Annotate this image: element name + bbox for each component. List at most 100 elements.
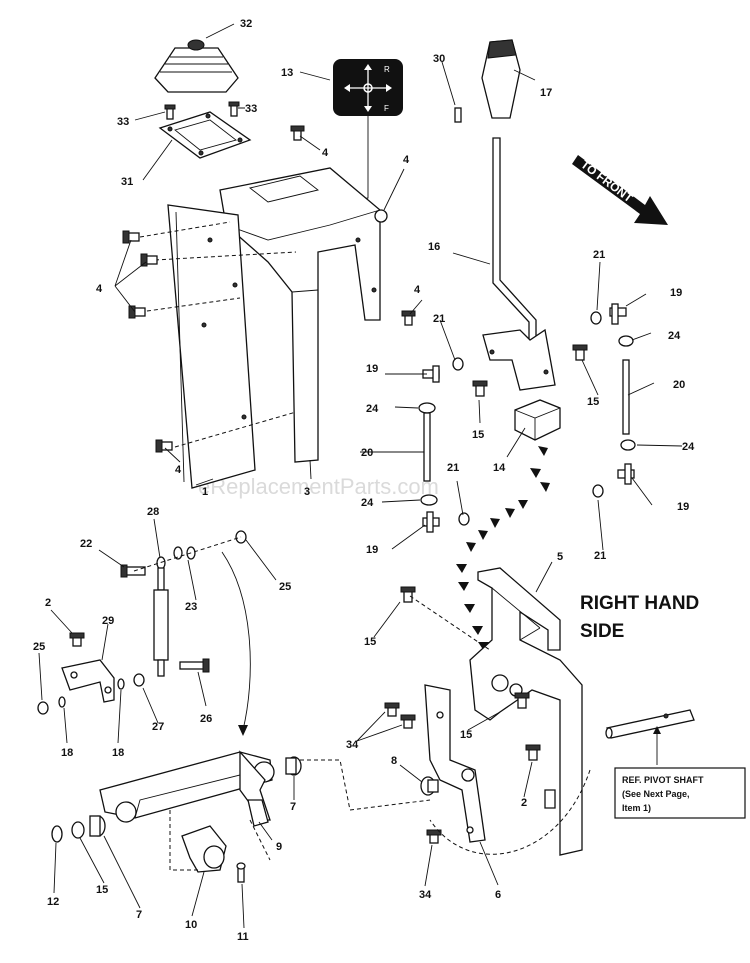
callout: 33 xyxy=(117,116,129,128)
roll-pin-30 xyxy=(454,107,462,123)
bolt-22 xyxy=(120,564,146,578)
spacer-8 xyxy=(420,776,439,796)
callout: 3 xyxy=(304,486,310,498)
side-label: RIGHT HAND SIDE xyxy=(580,593,699,642)
callout: 21 xyxy=(447,462,459,474)
callout: 6 xyxy=(495,889,501,901)
nut-21-lower-left xyxy=(458,512,470,526)
callout: 33 xyxy=(245,103,257,115)
callout: 34 xyxy=(419,889,432,901)
nut-24-lower-right xyxy=(620,439,636,451)
shift-pattern-decal-13: R F xyxy=(333,59,403,116)
bolt-4-g xyxy=(401,310,416,326)
pin-11 xyxy=(236,862,246,883)
ref-box-line2: (See Next Page, xyxy=(622,789,690,799)
ref-pivot-shaft-box: REF. PIVOT SHAFT (See Next Page, Item 1) xyxy=(614,767,746,819)
bolt-26 xyxy=(179,658,210,673)
nut-21-upper-right xyxy=(590,311,602,325)
callout: 34 xyxy=(346,739,359,751)
nut-27 xyxy=(133,673,145,687)
callout: 21 xyxy=(593,249,605,261)
callout: 20 xyxy=(361,447,373,459)
bolt-2-b xyxy=(525,744,541,761)
bracket-10 xyxy=(181,825,227,873)
callout: 2 xyxy=(521,797,527,809)
callout: 32 xyxy=(240,18,252,30)
callout: 21 xyxy=(594,550,606,562)
nut-25-lower xyxy=(37,701,49,715)
callout: 15 xyxy=(472,429,484,441)
arm-9 xyxy=(247,799,269,827)
callout: 18 xyxy=(61,747,73,759)
callout: 28 xyxy=(147,506,159,518)
callout: 19 xyxy=(677,501,689,513)
decal-r: R xyxy=(384,65,390,74)
callout: 17 xyxy=(540,87,552,99)
rod-20-left xyxy=(423,412,431,482)
decal-f: F xyxy=(384,104,389,113)
to-front-arrow: TO FRONT xyxy=(572,155,668,225)
bolt-34-b xyxy=(400,714,416,729)
callout: 4 xyxy=(322,147,329,159)
bolt-15-b xyxy=(572,344,588,361)
bolt-34-c xyxy=(426,829,442,844)
bolt-2-a xyxy=(69,632,85,647)
callout: 16 xyxy=(428,241,440,253)
callout: 30 xyxy=(433,53,445,65)
callout: 24 xyxy=(361,497,374,509)
washer-18-right xyxy=(117,678,125,690)
callout: 24 xyxy=(668,330,681,342)
callout: 22 xyxy=(80,538,92,550)
callout: 24 xyxy=(366,403,379,415)
plate-6 xyxy=(424,684,486,843)
washer-18-left xyxy=(58,696,66,708)
callout: 15 xyxy=(96,884,108,896)
bolt-4-e xyxy=(290,125,305,141)
block-14 xyxy=(514,399,561,441)
bushing-7-right xyxy=(285,756,302,776)
nut-21-lower-right xyxy=(592,484,604,498)
callout: 5 xyxy=(557,551,563,563)
to-front-label: TO FRONT xyxy=(578,157,636,205)
nut-24-upper-right xyxy=(618,335,634,347)
callout: 15 xyxy=(364,636,376,648)
screw-33-right xyxy=(228,101,240,117)
callout: 25 xyxy=(33,641,45,653)
callout: 19 xyxy=(670,287,682,299)
bushing-15-e xyxy=(71,821,85,839)
callout: 19 xyxy=(366,544,378,556)
ref-box-line1: REF. PIVOT SHAFT xyxy=(622,775,704,785)
shift-knob-17 xyxy=(481,39,521,119)
boot-plate-31 xyxy=(158,111,252,159)
callout: 26 xyxy=(200,713,212,725)
shift-boot-32 xyxy=(154,39,239,93)
side-label-line2: SIDE xyxy=(580,621,624,642)
callout: 24 xyxy=(682,441,695,453)
cap-4-f xyxy=(374,209,388,223)
watermark: eReplacementParts.com xyxy=(198,474,439,499)
leader-lines xyxy=(38,23,683,929)
bolt-4-a xyxy=(122,230,140,244)
bolt-15-c xyxy=(400,586,416,603)
side-label-line1: RIGHT HAND xyxy=(580,593,699,614)
rod-end-19-lower-right xyxy=(617,463,635,485)
bolt-15-a xyxy=(472,380,488,397)
callout: 11 xyxy=(237,931,249,943)
callout: 13 xyxy=(281,67,293,79)
bolt-4-b xyxy=(140,253,158,267)
rod-end-19-lower-left xyxy=(422,511,440,533)
gas-spring-28 xyxy=(153,556,169,677)
bracket-5 xyxy=(469,567,583,856)
callout: 21 xyxy=(433,313,445,325)
callout: 27 xyxy=(152,721,164,733)
callout: 25 xyxy=(279,581,291,593)
callout: 7 xyxy=(136,909,142,921)
callout: 4 xyxy=(96,283,103,295)
callout: 20 xyxy=(673,379,685,391)
callout: 8 xyxy=(391,755,397,767)
callout: 2 xyxy=(45,597,51,609)
side-panel-1 xyxy=(167,204,256,489)
bushing-7-left xyxy=(89,815,106,837)
callout: 31 xyxy=(121,176,133,188)
